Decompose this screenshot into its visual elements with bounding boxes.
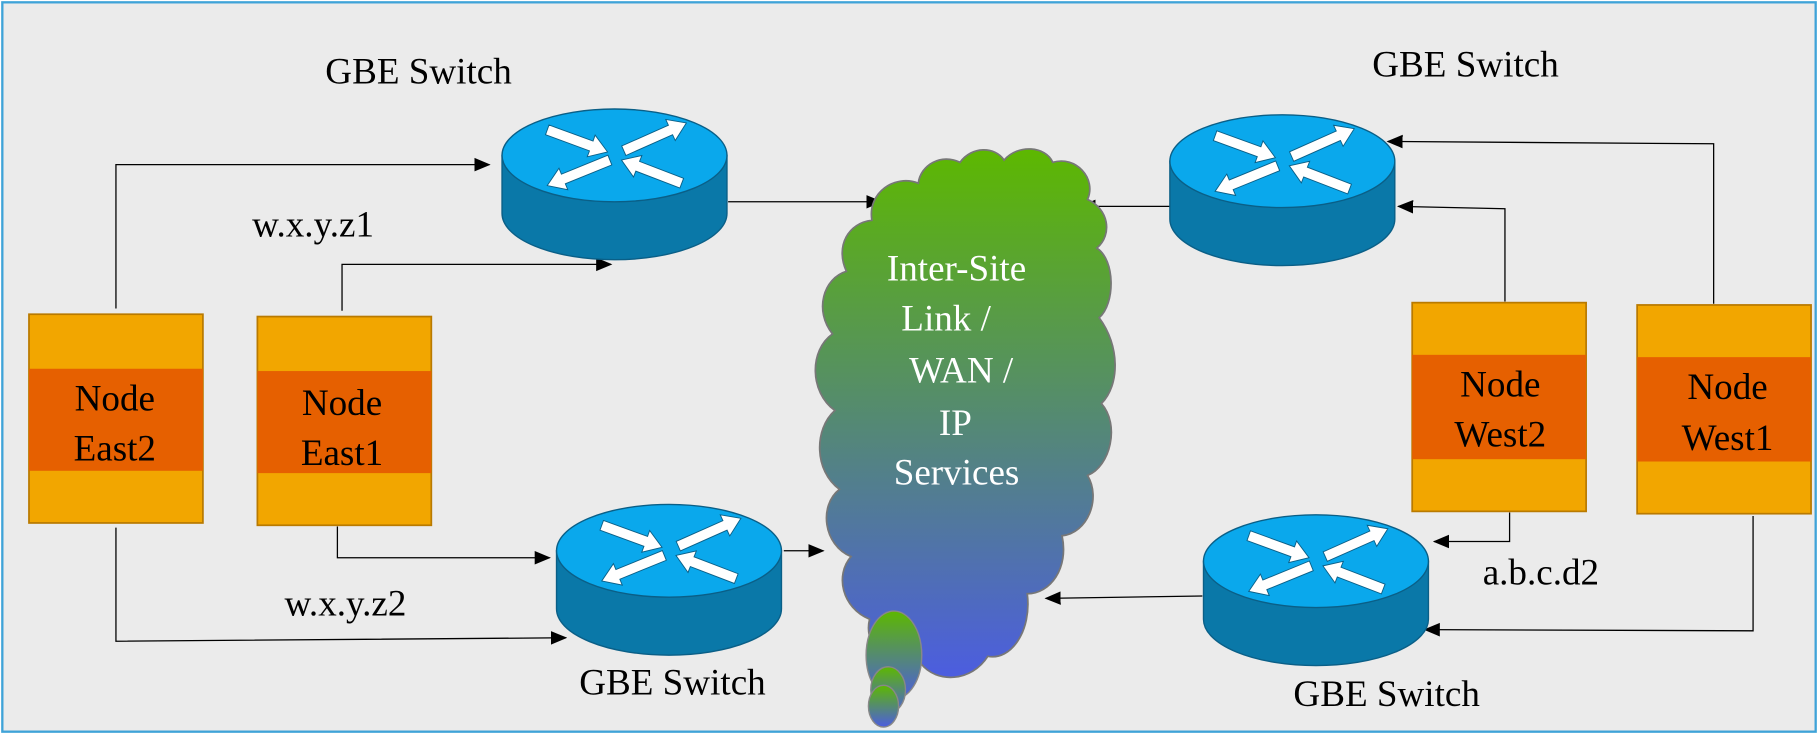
router-arrow bbox=[1322, 560, 1386, 595]
connector-west1-to-top-switch bbox=[1386, 134, 1715, 304]
cloud-label-line-4: IP bbox=[939, 403, 972, 444]
connector-east2-to-top-switch bbox=[115, 157, 491, 309]
router-arrow bbox=[675, 514, 742, 552]
switch-label-bottom-left: GBE Switch bbox=[579, 663, 766, 704]
router-icon-bottom-left bbox=[555, 503, 783, 656]
cloud-label-line-3: WAN / bbox=[909, 351, 1014, 392]
connector-bottom-right-switch-to-cloud bbox=[1044, 591, 1203, 605]
connector-east2-to-bottom-switch bbox=[115, 527, 568, 645]
node-box-west1: Node West1 bbox=[1636, 304, 1812, 515]
address-label-west-bottom: a.b.c.d2 bbox=[1483, 552, 1599, 593]
router-arrow bbox=[621, 118, 688, 157]
router-arrow bbox=[675, 550, 739, 585]
node-west1-line-1: Node bbox=[1687, 367, 1767, 408]
connector-west2-to-bottom-switch bbox=[1432, 512, 1511, 549]
connector-west2-to-top-switch bbox=[1396, 199, 1506, 302]
router-icon-bottom-right bbox=[1202, 514, 1430, 667]
router-arrow bbox=[600, 549, 667, 586]
node-box-east2: Node East2 bbox=[28, 313, 204, 524]
address-label-east-bottom: w.x.y.z2 bbox=[285, 584, 407, 625]
cloud-label-line-1: Inter-Site bbox=[887, 249, 1026, 290]
router-arrow bbox=[1212, 130, 1277, 164]
switch-label-bottom-right: GBE Switch bbox=[1293, 674, 1480, 715]
router-arrow bbox=[1288, 160, 1353, 195]
node-west1-line-2: West1 bbox=[1682, 418, 1774, 459]
node-east1-line-1: Node bbox=[302, 383, 382, 424]
node-west2-line-1: Node bbox=[1460, 365, 1540, 406]
node-west2-line-2: West2 bbox=[1454, 414, 1546, 455]
router-arrow bbox=[544, 124, 609, 158]
connector-west1-to-bottom-switch bbox=[1423, 516, 1754, 637]
router-arrow bbox=[620, 154, 685, 189]
router-arrow bbox=[599, 519, 663, 553]
cloud-label-line-2: Link / bbox=[901, 298, 991, 339]
router-icon-top-right bbox=[1169, 114, 1396, 267]
cloud-shape bbox=[814, 148, 1116, 679]
connector-east1-to-top-switch bbox=[341, 257, 613, 311]
cloud-puff-small bbox=[867, 684, 900, 728]
node-box-west2: Node West2 bbox=[1411, 301, 1587, 513]
router-icon-top-left bbox=[501, 108, 728, 261]
connector-east1-to-bottom-switch bbox=[336, 526, 551, 565]
router-arrow bbox=[546, 154, 613, 191]
switch-label-top-right: GBE Switch bbox=[1372, 45, 1559, 86]
address-label-east-top: w.x.y.z1 bbox=[252, 205, 374, 246]
node-box-east1: Node East1 bbox=[256, 315, 433, 527]
router-arrow bbox=[1246, 530, 1310, 564]
node-east2-line-1: Node bbox=[75, 378, 155, 419]
switch-label-top-left: GBE Switch bbox=[325, 51, 512, 92]
router-arrow bbox=[1288, 124, 1355, 162]
cloud-label-line-5: Services bbox=[894, 453, 1020, 494]
router-arrow bbox=[1247, 560, 1314, 597]
cloud-icon bbox=[814, 148, 1116, 728]
node-east2-line-2: East2 bbox=[74, 428, 156, 469]
node-east1-line-2: East1 bbox=[301, 433, 383, 474]
router-arrow bbox=[1322, 524, 1389, 562]
router-arrow bbox=[1214, 160, 1281, 197]
